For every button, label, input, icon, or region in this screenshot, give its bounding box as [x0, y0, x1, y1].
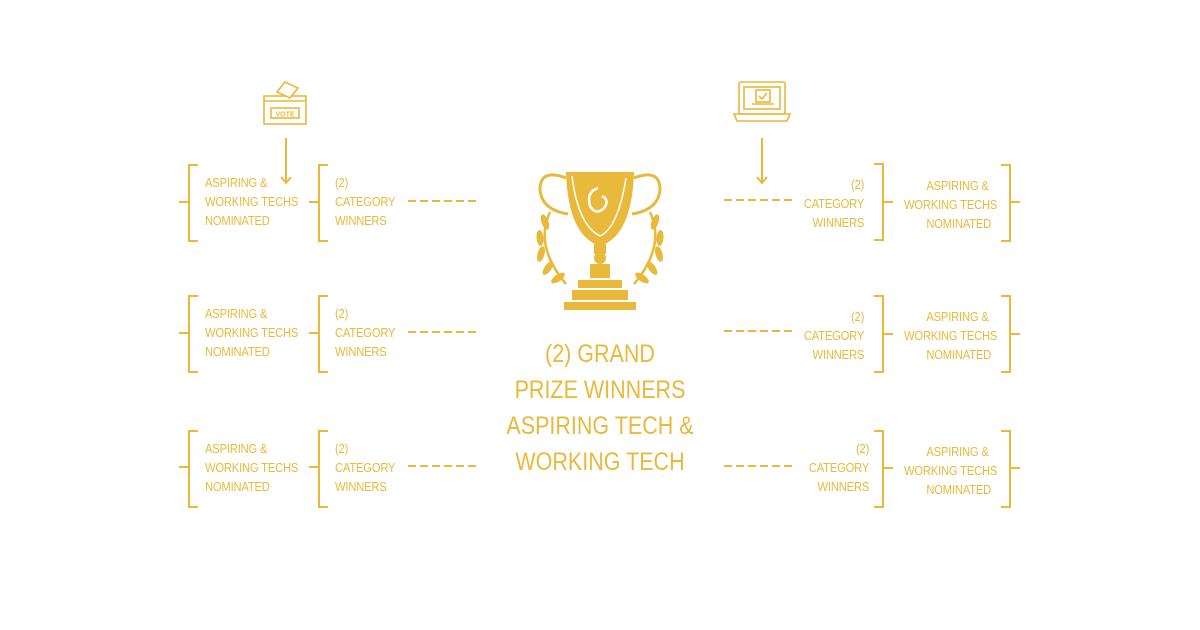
right-row-1-nominated-bracket: [1001, 164, 1011, 242]
right-row-1-dashed-connector: [724, 199, 792, 201]
right-row-2-nominated-bracket: [1001, 295, 1011, 373]
left-row-2-tick: [179, 332, 188, 334]
right-row-3-nominated-bracket: [1001, 430, 1011, 508]
right-row-3-winners-bracket: [874, 430, 884, 508]
trophy-icon: [536, 172, 664, 310]
right-row-3-tick: [1011, 467, 1020, 469]
grand-prize-line-4: WORKING TECH: [515, 448, 685, 476]
left-row-3-nominated-bracket: [188, 430, 198, 508]
down-arrow-left: [280, 138, 292, 185]
left-row-3-dashed-connector: [408, 465, 476, 467]
laptop-vote-icon: [732, 81, 792, 122]
left-row-2-link: [309, 332, 318, 334]
left-row-3-winners-bracket: [318, 430, 328, 508]
down-arrow-right: [756, 138, 768, 185]
ballot-vote-text: VOTE: [275, 112, 294, 119]
right-row-2-link: [884, 333, 893, 335]
right-row-2-dashed-connector: [724, 330, 792, 332]
left-row-2-winners-bracket: [318, 295, 328, 373]
right-row-1-tick: [1011, 201, 1020, 203]
grand-prize-line-2: PRIZE WINNERS: [514, 376, 686, 404]
right-row-3-dashed-connector: [724, 465, 792, 467]
right-row-2-tick: [1011, 333, 1020, 335]
ballot-box-icon: VOTE: [263, 81, 307, 125]
right-row-2-winners-bracket: [874, 295, 884, 373]
right-row-1-winners-bracket: [874, 163, 884, 241]
right-row-3-link: [884, 467, 893, 469]
right-row-1-link: [884, 201, 893, 203]
left-row-2-dashed-connector: [408, 331, 476, 333]
grand-prize-label: (2) GRAND PRIZE WINNERS ASPIRING TECH & …: [488, 336, 712, 480]
grand-prize-line-1: (2) GRAND: [545, 340, 655, 368]
left-row-3-tick: [179, 466, 188, 468]
left-row-1-link: [309, 201, 318, 203]
left-row-1-nominated-bracket: [188, 164, 198, 242]
left-row-2-nominated-bracket: [188, 295, 198, 373]
left-row-3-link: [309, 466, 318, 468]
left-row-1-winners-bracket: [318, 164, 328, 242]
left-row-1-dashed-connector: [408, 200, 476, 202]
grand-prize-line-3: ASPIRING TECH &: [506, 412, 694, 440]
left-row-1-tick: [179, 201, 188, 203]
